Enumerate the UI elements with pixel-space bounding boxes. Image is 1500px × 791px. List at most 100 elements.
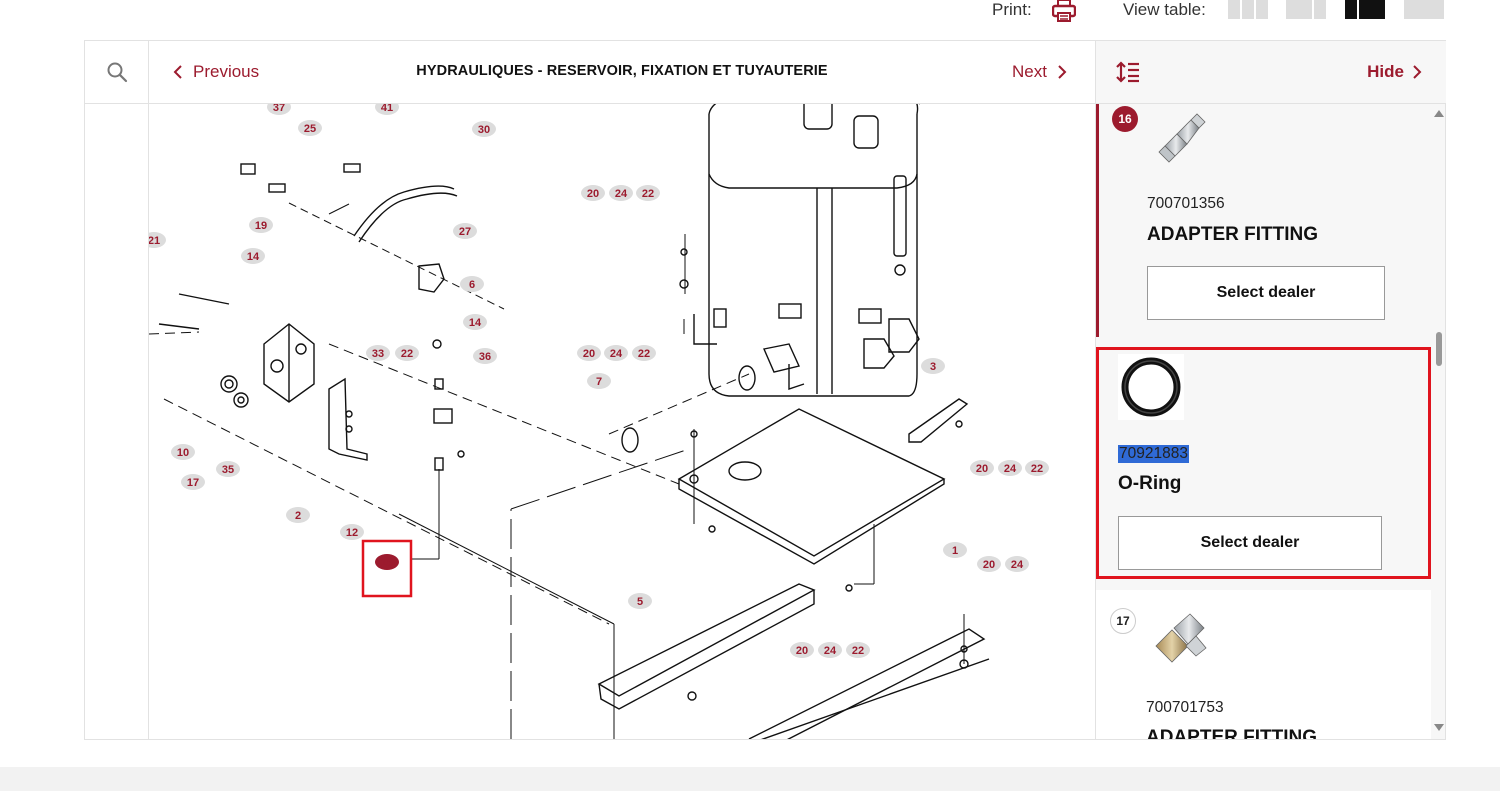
- callout-20[interactable]: 20: [581, 185, 605, 201]
- callout-20[interactable]: 20: [790, 642, 814, 658]
- callout-14[interactable]: 14: [463, 314, 487, 330]
- side-panel-header: Hide: [1096, 41, 1446, 104]
- callout-33[interactable]: 33: [366, 345, 390, 361]
- callout-7[interactable]: 7: [587, 373, 611, 389]
- callout-25[interactable]: 25: [298, 120, 322, 136]
- callout-label: 37: [273, 104, 285, 114]
- callout-21[interactable]: 21: [149, 232, 166, 248]
- callout-label: 6: [469, 279, 475, 291]
- callout-label: 30: [478, 124, 490, 136]
- callout-label: 20: [983, 559, 995, 571]
- callout-1[interactable]: 1: [943, 542, 967, 558]
- callout-label: 22: [852, 645, 864, 657]
- callout-label: 20: [796, 645, 808, 657]
- callout-label: 24: [610, 348, 623, 360]
- callout-20[interactable]: 20: [977, 556, 1001, 572]
- previous-label: Previous: [193, 62, 260, 81]
- callout-20[interactable]: 20: [577, 345, 601, 361]
- callout-label: 2: [295, 510, 301, 522]
- callout-41[interactable]: 41: [375, 104, 399, 115]
- callout-22[interactable]: 22: [1025, 460, 1049, 476]
- callout-30[interactable]: 30: [472, 121, 496, 137]
- callout-12[interactable]: 12: [340, 524, 364, 540]
- parts-viewer: Previous HYDRAULIQUES - RESERVOIR, FIXAT…: [84, 40, 1446, 740]
- next-button[interactable]: Next: [1012, 62, 1067, 82]
- callout-24[interactable]: 24: [1005, 556, 1029, 572]
- part-number[interactable]: 700701753: [1146, 699, 1224, 716]
- part-card[interactable]: 17 700701753 ADAPTER FITTING: [1096, 590, 1431, 739]
- side-panel-scrollbar[interactable]: [1433, 104, 1445, 739]
- callout-label: 14: [469, 317, 482, 329]
- callout-label: 20: [587, 188, 599, 200]
- callout-35[interactable]: 35: [216, 461, 240, 477]
- callout-22[interactable]: 22: [632, 345, 656, 361]
- scrollbar-track: [1434, 110, 1444, 731]
- sort-icon[interactable]: [1116, 61, 1140, 83]
- highlighted-callout-frame: [361, 539, 413, 598]
- printer-icon[interactable]: [1052, 0, 1076, 22]
- chevron-right-icon: [1413, 65, 1422, 79]
- select-dealer-button[interactable]: Select dealer: [1118, 516, 1382, 570]
- chevron-right-icon: [1058, 65, 1067, 79]
- callout-36[interactable]: 36: [473, 348, 497, 364]
- callout-16[interactable]: 16: [375, 554, 399, 570]
- hide-label: Hide: [1367, 62, 1404, 81]
- part-card-selected[interactable]: 70921883 O-Ring Select dealer: [1096, 348, 1431, 579]
- callout-14[interactable]: 14: [241, 248, 265, 264]
- search-button[interactable]: [85, 41, 148, 104]
- callout-2[interactable]: 2: [286, 507, 310, 523]
- part-number-badge: 16: [1112, 106, 1138, 132]
- callout-37[interactable]: 37: [267, 104, 291, 115]
- callout-17[interactable]: 17: [181, 474, 205, 490]
- callout-10[interactable]: 10: [171, 444, 195, 460]
- callout-24[interactable]: 24: [609, 185, 633, 201]
- callout-24[interactable]: 24: [998, 460, 1022, 476]
- adapter-fitting-image: [1158, 113, 1206, 163]
- table-view-icon[interactable]: [1404, 0, 1444, 19]
- search-column: [85, 41, 149, 739]
- callout-label: 41: [381, 104, 393, 114]
- callout-label: 22: [642, 188, 654, 200]
- callout-20[interactable]: 20: [970, 460, 994, 476]
- parts-side-panel: Hide 16 700701356 ADAPTER FITTING: [1095, 41, 1446, 739]
- table-view-icon[interactable]: [1228, 0, 1268, 19]
- callout-label: 19: [255, 220, 267, 232]
- callout-22[interactable]: 22: [846, 642, 870, 658]
- callout-label: 21: [149, 235, 160, 247]
- callout-label: 5: [637, 596, 643, 608]
- part-card[interactable]: 16 700701356 ADAPTER FITTING Select deal…: [1096, 104, 1431, 337]
- table-view-icon[interactable]: [1345, 0, 1385, 19]
- callout-label: 10: [177, 447, 189, 459]
- diagram-lines: [149, 104, 990, 739]
- select-dealer-button[interactable]: Select dealer: [1147, 266, 1385, 320]
- callout-label: 24: [824, 645, 837, 657]
- callout-label: 20: [976, 463, 988, 475]
- callout-5[interactable]: 5: [628, 593, 652, 609]
- part-name: O-Ring: [1118, 473, 1182, 494]
- part-number[interactable]: 70921883: [1118, 445, 1189, 463]
- callout-label: 14: [247, 251, 260, 263]
- print-label: Print:: [992, 0, 1032, 19]
- callout-label: 22: [638, 348, 650, 360]
- hide-panel-button[interactable]: Hide: [1367, 62, 1422, 82]
- callout-27[interactable]: 27: [453, 223, 477, 239]
- callout-label: 16: [381, 557, 393, 569]
- callout-24[interactable]: 24: [604, 345, 628, 361]
- callout-label: 24: [615, 188, 628, 200]
- o-ring-image: [1118, 354, 1184, 420]
- part-number[interactable]: 700701356: [1147, 195, 1225, 212]
- callout-label: 1: [952, 545, 958, 557]
- previous-button[interactable]: Previous: [173, 62, 259, 82]
- search-icon: [107, 62, 127, 83]
- callout-label: 35: [222, 464, 234, 476]
- callout-label: 12: [346, 527, 358, 539]
- callout-3[interactable]: 3: [921, 358, 945, 374]
- callout-22[interactable]: 22: [395, 345, 419, 361]
- callout-24[interactable]: 24: [818, 642, 842, 658]
- callout-22[interactable]: 22: [636, 185, 660, 201]
- callout-6[interactable]: 6: [460, 276, 484, 292]
- table-view-icon[interactable]: [1286, 0, 1326, 19]
- callout-label: 20: [583, 348, 595, 360]
- callout-19[interactable]: 19: [249, 217, 273, 233]
